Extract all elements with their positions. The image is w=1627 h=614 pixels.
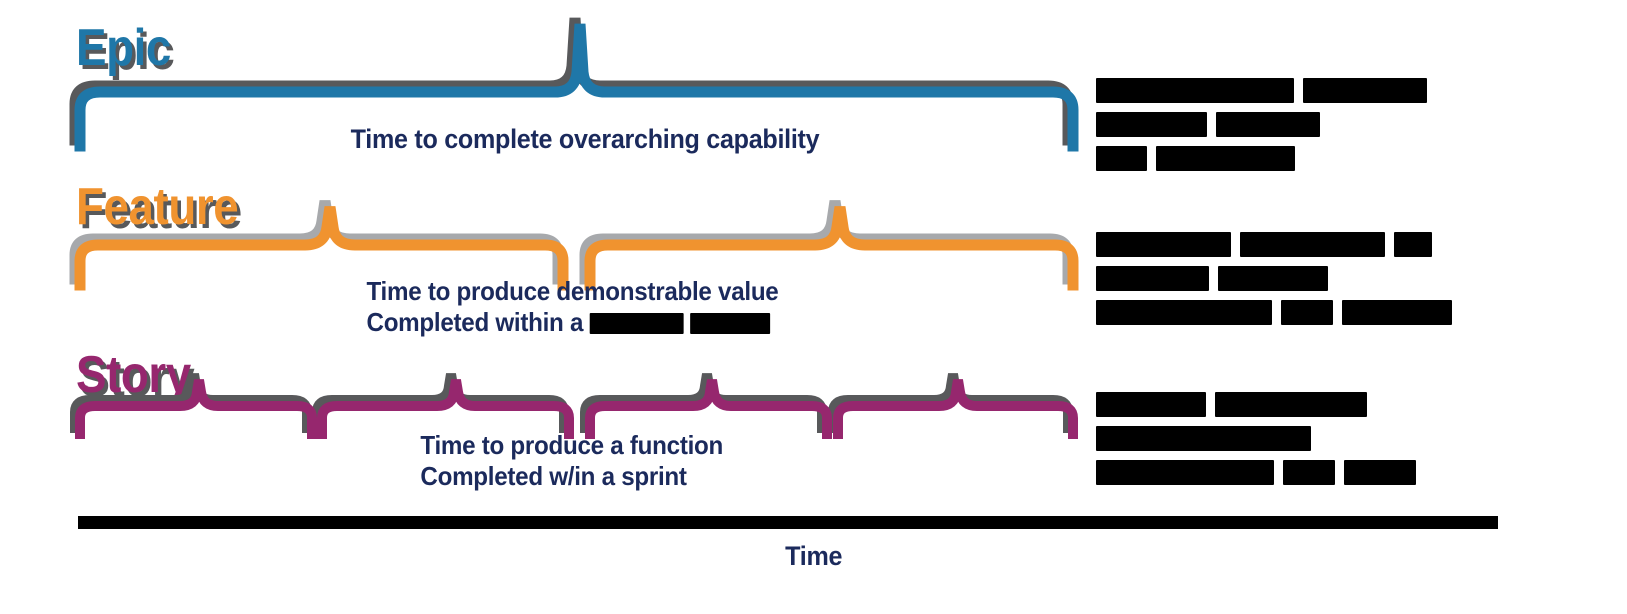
redacted-bar (1156, 146, 1295, 171)
caption-feature: Time to produce demonstrable value Compl… (367, 276, 779, 337)
time-axis-bar (78, 516, 1498, 529)
annotation-line (1096, 460, 1416, 485)
caption-epic-line-1: Time to complete overarching capability (350, 124, 820, 154)
redacted-bar (1096, 426, 1311, 451)
caption-feature-line-2: Completed within a (367, 307, 779, 338)
brace-group-feature (0, 200, 1627, 291)
annotation-feature (1096, 232, 1452, 325)
redacted-bar (1096, 112, 1207, 137)
annotation-line (1096, 232, 1452, 257)
redacted-bar (1281, 300, 1333, 325)
caption-story-line-1: Time to produce a function (420, 430, 724, 460)
annotation-line (1096, 426, 1416, 451)
redacted-bar (1096, 266, 1209, 291)
redacted-bar (1218, 266, 1328, 291)
brace-group-epic (0, 14, 1627, 152)
caption-feature-line-2-text: Completed within a (366, 306, 584, 337)
redacted-bar (1342, 300, 1452, 325)
row-heading-story: Story (76, 346, 191, 404)
redacted-bar (1096, 146, 1147, 171)
caption-epic: Time to complete overarching capability (351, 124, 820, 156)
caption-story: Time to produce a function Completed w/i… (420, 430, 723, 491)
annotation-line (1096, 266, 1452, 291)
row-heading-feature: Feature (76, 178, 239, 236)
redacted-word (689, 313, 770, 335)
annotation-line (1096, 78, 1427, 103)
annotation-line (1096, 392, 1416, 417)
annotation-story (1096, 392, 1416, 485)
redacted-bar (1096, 300, 1272, 325)
brace-epic (69, 17, 1079, 152)
caption-feature-line-1: Time to produce demonstrable value (366, 276, 779, 306)
time-axis-label-text: Time (784, 541, 843, 571)
redacted-bar (1096, 78, 1294, 103)
time-axis-label: Time (0, 541, 1627, 572)
caption-story-line-2: Completed w/in a sprint (420, 460, 687, 491)
redacted-bar (1240, 232, 1385, 257)
annotation-epic (1096, 78, 1427, 171)
redacted-bar (1344, 460, 1416, 485)
redacted-bar (1216, 112, 1320, 137)
annotation-line (1096, 146, 1427, 171)
redacted-bar (1283, 460, 1335, 485)
redacted-bar (1096, 232, 1231, 257)
annotation-line (1096, 300, 1452, 325)
brace-group-story (0, 373, 1627, 439)
brace-story (70, 373, 1078, 439)
redacted-word (589, 313, 684, 335)
brace-feature (69, 200, 1079, 291)
redacted-bar (1215, 392, 1367, 417)
redacted-bar (1303, 78, 1427, 103)
row-heading-epic: Epic (76, 19, 171, 77)
redacted-bar (1394, 232, 1432, 257)
redacted-bar (1096, 392, 1206, 417)
redacted-bar (1096, 460, 1274, 485)
annotation-line (1096, 112, 1427, 137)
